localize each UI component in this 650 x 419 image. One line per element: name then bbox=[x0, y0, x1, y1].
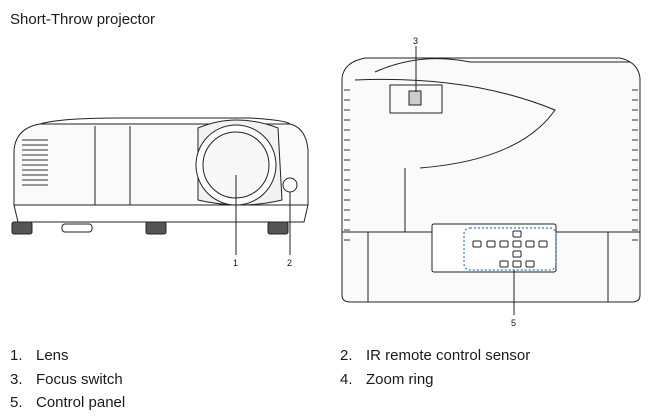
foot bbox=[145, 221, 167, 235]
control-panel bbox=[472, 230, 548, 268]
legend-item-1: 1. Lens bbox=[10, 347, 69, 364]
callout-1: 1 bbox=[233, 258, 238, 268]
callout-2: 2 bbox=[287, 258, 292, 268]
control-panel-highlight bbox=[463, 227, 557, 271]
legend-item-3: 3. Focus switch bbox=[10, 371, 123, 388]
legend-number: 5. bbox=[10, 394, 23, 411]
side-vents bbox=[344, 89, 638, 241]
legend-label: Control panel bbox=[36, 394, 126, 411]
legend-number: 4. bbox=[340, 371, 353, 388]
vent-grille bbox=[22, 139, 48, 186]
legend-number: 2. bbox=[340, 347, 353, 364]
callout-5: 5 bbox=[511, 318, 516, 328]
legend-label: Lens bbox=[36, 347, 69, 364]
legend-item-2: 2. IR remote control sensor bbox=[340, 347, 530, 364]
legend-item-4: 4. Zoom ring bbox=[340, 371, 434, 388]
foot bbox=[267, 221, 289, 235]
projector-top-view bbox=[341, 46, 641, 315]
focus-switch bbox=[408, 90, 422, 106]
legend-item-5: 5. Control panel bbox=[10, 394, 125, 411]
legend-number: 1. bbox=[10, 347, 23, 364]
callout-3: 3 bbox=[413, 36, 418, 46]
ir-sensor bbox=[282, 177, 298, 193]
legend-label: IR remote control sensor bbox=[366, 347, 531, 364]
figure-title: Short-Throw projector bbox=[10, 11, 156, 28]
legend-number: 3. bbox=[10, 371, 23, 388]
foot bbox=[11, 221, 33, 235]
legend-label: Focus switch bbox=[36, 371, 123, 388]
projector-front-view bbox=[11, 117, 309, 255]
legend-label: Zoom ring bbox=[366, 371, 434, 388]
